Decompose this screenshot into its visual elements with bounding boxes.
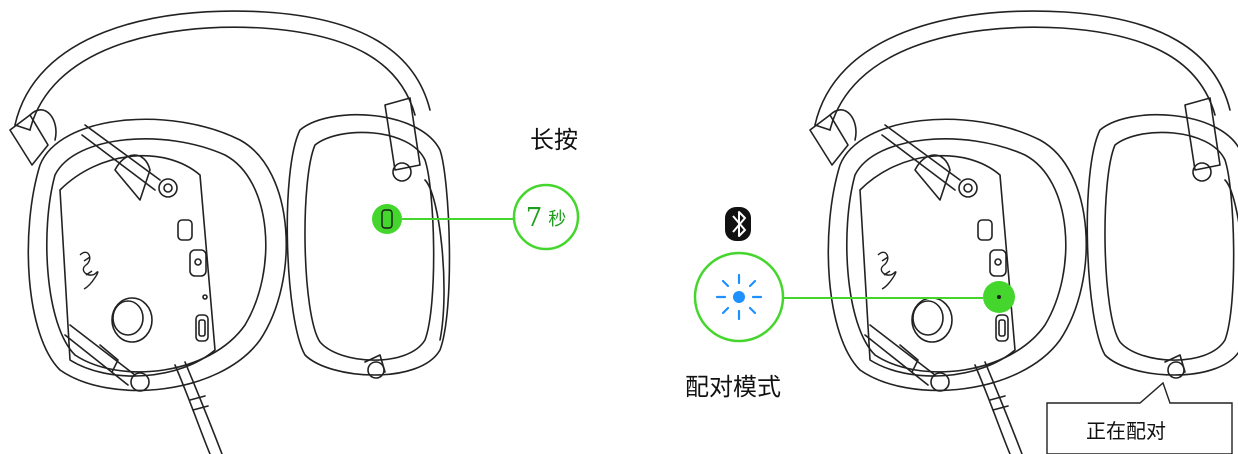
pairing-mode-label: 配对模式 [685,373,781,401]
flashing-blue-light-icon [715,273,763,321]
hold-label: 长按 [530,126,578,154]
seconds-circle [512,183,580,251]
razer-logo-icon [877,251,897,290]
seconds-unit: 秒 [548,209,567,230]
seconds-number: 7 [525,203,543,233]
right-headset-illustration [809,10,1238,454]
pairing-status-label: 正在配对 [1086,419,1166,443]
pairing-callout-box [1046,381,1233,454]
seconds-value: 7 秒 [514,190,578,246]
bluetooth-icon [725,207,751,241]
razer-logo-icon [79,251,99,290]
button-highlight-icon [372,204,402,234]
